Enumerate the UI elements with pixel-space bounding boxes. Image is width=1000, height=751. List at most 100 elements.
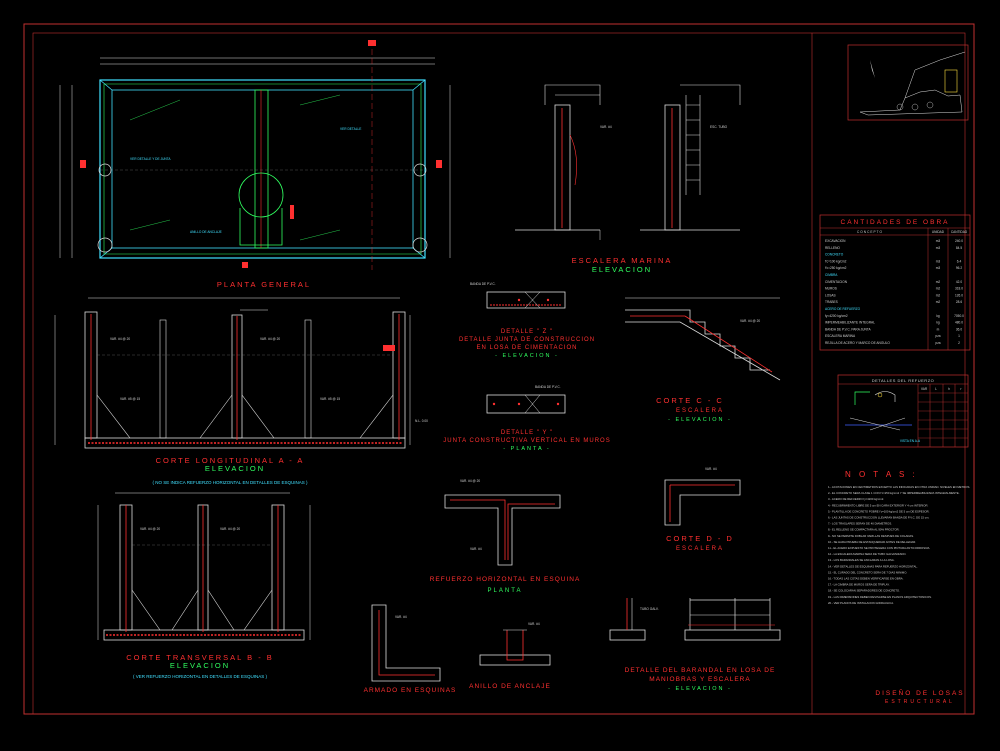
cantidades-table (819, 214, 971, 351)
corte-c-c-view: VAR. #4 @ 20 (625, 297, 781, 381)
detalle-z-title: DETALLE " Z " (501, 329, 553, 335)
cantidades-unidad: m2 (936, 293, 941, 297)
detalle-barandal-title: DETALLE DEL BARANDAL EN LOSA DE (625, 667, 776, 674)
detalle-y-view: BANDA DE P.V.C. (486, 385, 566, 414)
cantidades-cantidad: 318.0 (955, 287, 963, 291)
detalles-refuerzo-table (837, 374, 969, 448)
corte-a-note: ( NO SE INDICA REFUERZO HORIZONTAL EN DE… (153, 480, 308, 485)
svg-text:VAR. #4 @ 20: VAR. #4 @ 20 (220, 527, 240, 531)
svg-text:VAR. #4: VAR. #4 (600, 125, 612, 129)
cantidades-cantidad: 42.0 (956, 280, 962, 284)
nota-item: 10.- SE HARA PRUEBA DE ESTANQUEIDAD ANTE… (828, 540, 916, 544)
corte-b-note: ( VER REFUERZO HORIZONTAL EN DETALLES DE… (133, 674, 267, 679)
notas-list: 1.- ACOTACIONES EN CENTIMETROS EXCEPTO L… (828, 485, 970, 605)
nota-item: 6.- LAS JUNTAS DE CONSTRUCCION LLEVARAN … (828, 516, 929, 520)
refuerzo-header-r: r (960, 387, 962, 391)
svg-text:VER DETALLE: VER DETALLE (340, 127, 361, 131)
notas-title: N O T A S : (845, 470, 918, 479)
corte-c-title: CORTE C - C (656, 396, 724, 405)
cantidades-unidad: pza (935, 341, 940, 345)
detalle-z-view: BANDA DE P.V.C. (470, 282, 566, 309)
cantidades-unidad: m2 (936, 287, 941, 291)
detalle-y-sub: - PLANTA - (503, 446, 550, 452)
detalle-y-title: DETALLE " Y " (501, 430, 553, 436)
svg-text:VAR. #4 @ 20: VAR. #4 @ 20 (140, 527, 160, 531)
svg-text:ESC. TUBO: ESC. TUBO (710, 125, 728, 129)
corte-b-sub: ELEVACION (170, 661, 230, 670)
escalera-marina-title: ESCALERA MARINA (572, 256, 673, 265)
nota-item: 11.- EL ACERO EXPUESTO SE PROTEGERA CON … (828, 546, 930, 550)
cantidades-concepto: f'c=250 kg/cm2 (825, 266, 847, 270)
cantidades-concepto: fy=4200 kg/cm2 (825, 314, 848, 318)
cantidades-concepto: MUROS (825, 287, 837, 291)
armado-esquinas-view: VAR. #4 (371, 604, 441, 682)
escalera-marina-view: VAR. #4 ESC. TUBO (515, 84, 741, 240)
detalle-barandal-view: TUBO GALV. (609, 598, 781, 641)
svg-text:TUBO GALV.: TUBO GALV. (640, 607, 659, 611)
nota-item: 9.- NO SE PERMITE DOBLAR VARILLAS DESPUE… (828, 534, 914, 538)
anillo-anclaje-title: ANILLO DE ANCLAJE (469, 683, 551, 690)
corte-a-a-view: VAR. #4 @ 20 VAR. #4 @ 20 VAR. #5 @ 15 V… (54, 297, 428, 449)
cantidades-unidad: m3 (936, 259, 941, 263)
detalle-barandal-line2: MANIOBRAS Y ESCALERA (649, 676, 750, 683)
cantidades-cantidad: 28.6 (956, 300, 962, 304)
nota-item: 15.- EL CURADO DEL CONCRETO SERA DE 7 DI… (828, 570, 907, 574)
svg-text:VAR. #5 @ 15: VAR. #5 @ 15 (320, 397, 340, 401)
cantidades-unidad: m3 (936, 266, 941, 270)
detalle-z-line2: DETALLE JUNTA DE CONSTRUCCION (459, 337, 595, 343)
title-block-line1: DISEÑO DE LOSAS (875, 688, 964, 697)
cantidades-cantidad: 7050.0 (954, 314, 964, 318)
cantidades-unidad: kg (936, 314, 940, 318)
cantidades-cantidad: 84.5 (956, 246, 962, 250)
cantidades-concepto: LOSAS (825, 293, 836, 297)
location-map (847, 44, 969, 121)
corte-a-title: CORTE LONGITUDINAL A - A (156, 456, 305, 465)
detalles-refuerzo-title: DETALLES DEL REFUERZO (872, 378, 935, 383)
nota-item: 18.- SE COLOCARAN SEPARADORES DE CONCRET… (828, 589, 900, 593)
svg-text:VAR. #5 @ 15: VAR. #5 @ 15 (120, 397, 140, 401)
svg-text:VER DETALLE Y DE JUNTA: VER DETALLE Y DE JUNTA (130, 157, 171, 161)
cantidades-unidad: pza (935, 334, 940, 338)
nota-item: 8.- EL RELLENO SE COMPACTARA AL 90% PROC… (828, 528, 900, 532)
title-block-line2: ESTRUCTURAL (885, 699, 955, 705)
cantidades-header-cantidad: CANTIDAD (951, 230, 968, 234)
svg-text:VAR. #4 @ 20: VAR. #4 @ 20 (110, 337, 130, 341)
refuerzo-esquina-title: REFUERZO HORIZONTAL EN ESQUINA (430, 576, 581, 583)
nota-item: 14.- VER DETALLES DE ESQUINAS PARA REFUE… (828, 564, 918, 568)
cantidades-cantidad: 2 (958, 341, 960, 345)
cantidades-unidad: m3 (936, 246, 941, 250)
cantidades-concepto: BANDA DE P.V.C. PARA JUNTA (825, 327, 871, 331)
cantidades-cantidad: 126.0 (955, 293, 963, 297)
planta-title: PLANTA GENERAL (217, 280, 311, 289)
svg-text:BANDA DE P.V.C.: BANDA DE P.V.C. (535, 385, 561, 389)
cantidades-cantidad: 240.0 (955, 239, 963, 243)
cantidades-title: CANTIDADES DE OBRA (841, 219, 950, 226)
nota-item: 7.- LOS TRASLAPES SERAN DE 40 DIAMETROS. (828, 522, 892, 526)
cantidades-concepto: REJILLA DE ACERO Y MARCO DE ANGULO (825, 341, 890, 345)
detalle-y-line2: JUNTA CONSTRUCTIVA VERTICAL EN MUROS (443, 438, 610, 444)
armado-esquinas-title: ARMADO EN ESQUINAS (364, 687, 457, 694)
refuerzo-esquina-view: VAR. #4 @ 20 VAR. #4 (444, 479, 561, 566)
nota-item: 20.- VER PLANOS DE INSTALACION HIDRAULIC… (828, 601, 894, 605)
svg-text:VAR. #4: VAR. #4 (470, 547, 482, 551)
cantidades-cantidad: 480.0 (955, 321, 963, 325)
cantidades-unidad: m2 (936, 300, 941, 304)
escalera-marina-sub: ELEVACION (592, 265, 652, 274)
cantidades-unidad: m3 (936, 239, 941, 243)
cantidades-concepto: CONCRETO (825, 253, 844, 257)
corte-c-line2: ESCALERA (676, 408, 724, 414)
svg-text:VAR. #4 @ 20: VAR. #4 @ 20 (260, 337, 280, 341)
svg-text:VAR. #4 @ 20: VAR. #4 @ 20 (740, 319, 760, 323)
svg-text:BANDA DE P.V.C.: BANDA DE P.V.C. (470, 282, 496, 286)
planta-general-view: ANILLO DE ANCLAJE VER DETALLE VER DETALL… (59, 40, 451, 270)
drawing-border-outer (23, 23, 975, 715)
nota-item: 12.- LA ESCALERA MARINA SERA DE TUBO GAL… (828, 552, 907, 556)
cantidades-concepto: f'c=100 kg/cm2 (825, 259, 847, 263)
cantidades-cantidad: 1 (958, 334, 960, 338)
nota-item: 5.- PLANTILLA DE CONCRETO POBRE f'c=100 … (828, 509, 930, 513)
svg-text:VAR. #4: VAR. #4 (705, 467, 717, 471)
nota-item: 19.- LAS DIMENSIONES DEBEN REVISARSE EN … (828, 595, 932, 599)
corte-d-title: CORTE D - D (666, 534, 734, 543)
cantidades-concepto: RELLENO (825, 246, 840, 250)
